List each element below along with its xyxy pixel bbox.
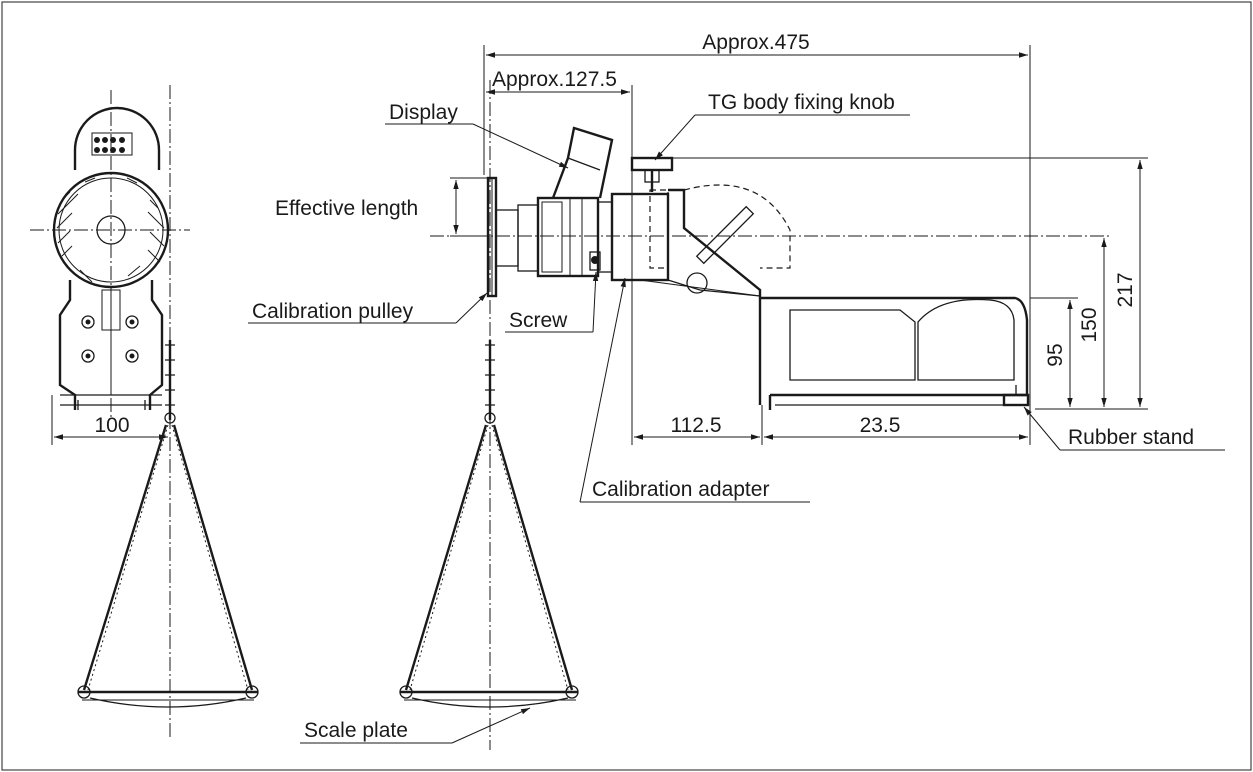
side-view: [399, 80, 1110, 750]
label-rubber-stand: Rubber stand: [1068, 426, 1194, 449]
label-calibration-adapter: Calibration adapter: [592, 478, 769, 501]
label-display: Display: [389, 101, 458, 124]
label-approx-475: Approx.475: [702, 31, 809, 54]
label-tg-body-fixing-knob: TG body fixing knob: [708, 91, 895, 114]
dim-label-217: 217: [1114, 272, 1137, 307]
dim-label-150: 150: [1078, 307, 1101, 342]
dim-label-112-5: 112.5: [671, 414, 722, 437]
dim-label-100: 100: [94, 414, 129, 437]
dimensions: [450, 45, 1148, 445]
labels: Approx.475 Approx.127.5 Display TG body …: [94, 31, 1194, 742]
front-view: [30, 85, 259, 740]
label-calibration-pulley: Calibration pulley: [252, 300, 414, 323]
label-scale-plate: Scale plate: [304, 719, 408, 742]
leaders: [248, 114, 1225, 744]
label-approx-127-5: Approx.127.5: [492, 68, 617, 91]
dim-label-23-5: 23.5: [860, 414, 901, 437]
dim-label-95: 95: [1044, 343, 1067, 366]
label-effective-length: Effective length: [275, 197, 418, 220]
label-screw: Screw: [509, 309, 568, 332]
